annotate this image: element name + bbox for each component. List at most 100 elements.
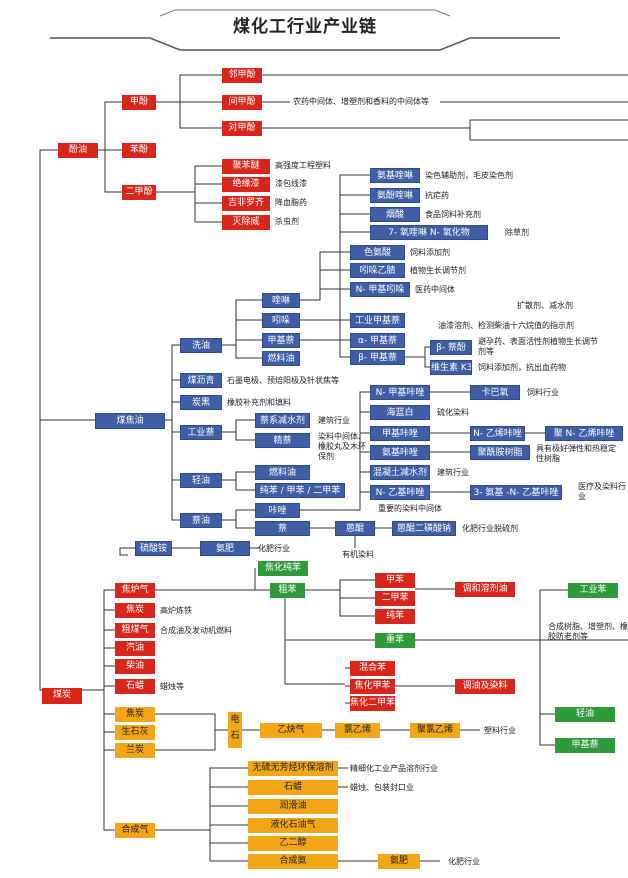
dye-intermediate-text: 重要的染料中间体 [378, 504, 442, 513]
xylenol-box: 二甲酚 [122, 185, 156, 200]
fuel-oil-a-box: 燃料油 [262, 351, 300, 366]
cresol-use-text: 农药中间体、增塑剂和香料的中间体等 [293, 97, 429, 106]
p-cresol-box: 对甲酚 [222, 121, 262, 136]
ammonia-fertilizer-a-box: 氨肥 [200, 541, 250, 556]
vitamin-k3-box: 维生素 K3 [430, 360, 472, 375]
o-cresol-box: 邻甲酚 [222, 68, 262, 83]
vinyl-chloride-box: 氯乙烯 [335, 723, 380, 738]
ppe-box: 聚苯醚 [222, 159, 270, 174]
methylnaphthalene-right-box: 甲基萘 [555, 738, 615, 753]
vitamin-k3-use-text: 饲料添加剂，抗出血药物 [478, 363, 566, 372]
diesel-box: 柴油 [115, 659, 155, 674]
fuel-oil-b-box: 燃料油 [255, 465, 310, 480]
carbon-black-box: 炭黑 [180, 395, 222, 410]
water-reducer-box: 萘系减水剂 [255, 413, 310, 428]
pvc-box: 聚氯乙烯 [410, 723, 460, 738]
amino-ethyl-carbazole-box: 3- 氨基 -N- 乙基咔唑 [470, 485, 562, 500]
coke-use-text: 高炉炼铁 [160, 606, 192, 615]
acetylene-box: 乙炔气 [260, 723, 322, 738]
lubricant-box: 润滑油 [248, 799, 338, 814]
solvent-use-text: 精细化工业产品溶剂行业 [350, 764, 438, 773]
gemfibrozil-use-text: 降血脂药 [275, 198, 307, 207]
n-methyl-carbazole-box: N- 甲基咔唑 [370, 385, 430, 400]
paraffin-box: 石蜡 [115, 679, 155, 694]
crude-benzene-box: 粗苯 [270, 583, 305, 598]
poly-n-vinyl-carbazole-box: 聚 N- 乙烯咔唑 [545, 426, 623, 441]
toluene-products-box: 调和溶剂油 [455, 582, 515, 597]
haitan-lan-box: 海蓝白 [370, 405, 430, 420]
coking-xylene-box: 焦化二甲苯 [350, 696, 395, 711]
paraffin-b-box: 石蜡 [248, 780, 338, 795]
industrial-methylnaphthalene-box: 工业甲基萘 [350, 313, 405, 328]
naphthalene-box: 萘 [255, 521, 310, 536]
light-oil-box: 轻油 [180, 473, 222, 488]
alpha-methylnaphthalene-box: α- 甲基萘 [350, 333, 405, 348]
naphthalene-oil-box: 萘油 [180, 513, 222, 528]
niacin-box: 烟酸 [370, 207, 420, 222]
concrete-use-text: 建筑行业 [437, 468, 469, 477]
beta-naphthol-use-text: 避孕药、表面活性剂植物生长调节剂等 [478, 337, 598, 356]
anthraquinone-box: 蒽醌 [335, 521, 375, 536]
calcium-carbide-box: 电石 [228, 712, 242, 748]
coke-oven-gas-box: 焦炉气 [115, 583, 155, 598]
carbazole-acid-box: 卡巴氧 [470, 385, 520, 400]
heavy-benzene-box: 重苯 [375, 633, 415, 648]
industrial-mn-use-text: 扩散剂、减水剂 [517, 301, 573, 310]
syngas-box: 合成气 [115, 823, 155, 838]
coke-box: 焦炭 [115, 603, 155, 618]
refined-naphthalene-box: 精萘 [255, 433, 310, 448]
light-oil-right-box: 轻油 [555, 707, 615, 722]
quinoline-oxide-box: 7- 氧喹啉 N- 氧化物 [370, 225, 488, 240]
amino-carbazole-box: 氨基咔唑 [370, 445, 430, 460]
cresol-box: 甲酚 [122, 95, 156, 110]
coal-tar-oil-box: 煤焦油 [95, 413, 165, 429]
ammonium-sulfate-box: 硫酸铵 [135, 541, 172, 556]
tryptophan-use-text: 饲料添加剂 [410, 248, 450, 257]
crude-gas-use-text: 合成油及发动机燃料 [160, 626, 232, 635]
polyimide-use-text: 具有极好弹性和热稳定性树脂 [536, 444, 616, 463]
coke-b-box: 焦炭 [115, 707, 155, 722]
beta-naphthol-box: β- 萘酚 [430, 340, 472, 355]
organic-dye-text: 有机染料 [342, 550, 374, 559]
carbon-black-use-text: 橡胶补充剂和填料 [227, 398, 291, 407]
mixed-benzene-box: 混合苯 [350, 661, 395, 676]
quinoline-oxide-use-text: 除草剂 [505, 228, 529, 237]
xylene-box: 二甲苯 [375, 591, 415, 606]
wash-oil-box: 洗油 [180, 338, 222, 353]
solvent-box: 无硫无芳烃环保溶剂 [248, 761, 338, 776]
toluene-box: 甲苯 [375, 573, 415, 588]
anthraquinone-use-text: 化肥行业脱硫剂 [462, 524, 518, 533]
ppe-use-text: 高强度工程塑料 [275, 161, 331, 170]
tryptophan-box: 色氨酸 [350, 245, 405, 260]
anthracite-box: 兰炭 [115, 743, 155, 758]
coking-pure-benzene-box: 焦化纯苯 [258, 561, 308, 576]
insulating-paint-box: 绝缘漆 [222, 177, 270, 192]
methyl-carbazole-box: 甲基咔唑 [370, 426, 430, 441]
phenol-box: 苯酚 [122, 143, 156, 158]
lpg-box: 液化石油气 [248, 818, 338, 833]
ethylene-glycol-box: 乙二醇 [248, 836, 338, 851]
coking-toluene-box: 焦化甲苯 [350, 679, 395, 694]
synthetic-ammonia-box: 合成氨 [248, 854, 338, 869]
coal-tar-pitch-box: 煤沥青 [180, 373, 222, 388]
phenol-oil-box: 酚油 [58, 143, 98, 158]
water-reducer-use-text: 建筑行业 [318, 416, 350, 425]
methylnaphthalene-box: 甲基萘 [262, 333, 300, 348]
quicklime-box: 生石灰 [115, 725, 155, 740]
refined-naphthalene-use-text: 染料中间体、橡胶丸及木环保剂 [318, 432, 366, 461]
n-methyl-indole-box: N- 甲基吲哚 [350, 282, 410, 297]
pure-benzene-box: 纯苯 [375, 609, 415, 624]
insecticide-use-text: 杀虫剂 [275, 217, 299, 226]
coal-box: 煤炭 [42, 688, 82, 704]
ammonia-fertilizer-b-box: 氨肥 [378, 854, 420, 869]
paraffin-use-text: 蜡烛等 [160, 682, 184, 691]
industrial-benzene-use-text: 合成树脂、增塑剂、橡胶防老剂等 [548, 622, 628, 641]
crude-gas-box: 粗煤气 [115, 623, 155, 638]
page-title: 煤化工行业产业链 [233, 17, 377, 37]
polyimide-resin-box: 聚酰胺树脂 [470, 445, 530, 460]
thiophene-box: 咔唑 [255, 503, 300, 518]
quinoline-box: 喹啉 [262, 293, 300, 308]
pvc-use-text: 塑料行业 [484, 726, 516, 735]
n-methyl-indole-use-text: 医药中间体 [415, 285, 455, 294]
